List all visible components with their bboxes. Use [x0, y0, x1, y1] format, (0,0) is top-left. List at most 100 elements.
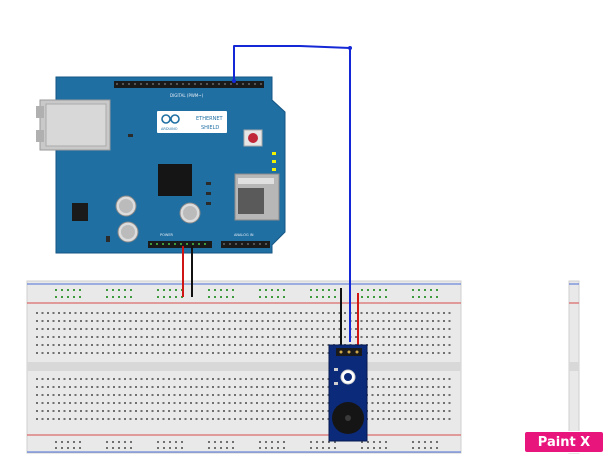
breadboard-hole [426, 418, 429, 420]
breadboard-hole [334, 296, 336, 298]
breadboard-hole [107, 312, 110, 314]
breadboard-hole [300, 320, 302, 322]
breadboard-hole [169, 447, 171, 449]
breadboard-hole [162, 336, 165, 338]
breadboard-hole [272, 320, 275, 322]
breadboard-hole [327, 328, 330, 330]
breadboard-hole [316, 378, 319, 380]
breadboard-hole [69, 344, 71, 346]
breadboard-hole [85, 328, 88, 330]
breadboard-hole [256, 352, 258, 354]
breadboard-hole [85, 418, 88, 420]
breadboard-hole [367, 296, 369, 298]
breadboard-hole [150, 243, 152, 245]
breadboard-hole [393, 402, 396, 404]
breadboard-hole [195, 344, 198, 346]
breadboard-hole [437, 410, 440, 412]
breadboard-hole [151, 320, 154, 322]
breadboard-hole [129, 336, 132, 338]
breadboard-hole [373, 289, 375, 291]
breadboard-hole [272, 378, 275, 380]
breadboard-hole [206, 328, 209, 330]
breadboard-hole [47, 336, 49, 338]
breadboard-hole [399, 336, 401, 338]
breadboard-hole [421, 378, 423, 380]
breadboard-hole [220, 296, 222, 298]
breadboard-hole [135, 394, 137, 396]
breadboard-hole [128, 83, 130, 85]
breadboard-hole [179, 418, 181, 420]
breadboard-hole [393, 344, 396, 346]
breadboard-hole [228, 418, 231, 420]
breadboard-hole [124, 447, 126, 449]
breadboard-hole [47, 328, 49, 330]
breadboard-hole [168, 336, 170, 338]
breadboard-hole [102, 312, 104, 314]
breadboard-hole [316, 418, 319, 420]
breadboard-hole [322, 394, 324, 396]
breadboard-hole [102, 336, 104, 338]
breadboard-hole [91, 352, 93, 354]
breadboard-hole [448, 344, 451, 346]
breadboard-hole [168, 402, 170, 404]
breadboard-hole [382, 344, 385, 346]
breadboard-hole [91, 394, 93, 396]
digital-label: DIGITAL (PWM~) [170, 93, 204, 98]
breadboard-hole [173, 410, 176, 412]
breadboard-hole [228, 328, 231, 330]
breadboard-hole [190, 336, 192, 338]
breadboard-hole [67, 289, 69, 291]
breadboard-hole [52, 320, 55, 322]
breadboard-hole [289, 402, 291, 404]
breadboard-hole [80, 352, 82, 354]
breadboard-holes [36, 312, 451, 420]
breadboard-hole [157, 328, 159, 330]
breadboard-hole [250, 352, 253, 354]
breadboard-hole [443, 378, 445, 380]
breadboard-hole [437, 328, 440, 330]
breadboard-hole [163, 441, 165, 443]
breadboard-hole [283, 320, 286, 322]
breadboard-hole [259, 289, 261, 291]
breadboard-hole [195, 312, 198, 314]
breadboard-hole [146, 352, 148, 354]
breadboard-hole [361, 296, 363, 298]
breadboard-hole [399, 386, 401, 388]
breadboard-hole [41, 378, 44, 380]
breadboard-hole [261, 378, 264, 380]
breadboard-hole [223, 378, 225, 380]
breadboard-hole [333, 312, 335, 314]
breadboard-hole [168, 394, 170, 396]
breadboard-hole [113, 394, 115, 396]
breadboard-hole [245, 386, 247, 388]
breadboard-hole [432, 328, 434, 330]
breadboard-hole [223, 352, 225, 354]
breadboard-hole [85, 410, 88, 412]
breadboard-hole [80, 344, 82, 346]
breadboard-hole [184, 320, 187, 322]
breadboard-hole [151, 344, 154, 346]
breadboard-hole [278, 328, 280, 330]
breadboard-hole [118, 328, 121, 330]
breadboard-hole [294, 328, 297, 330]
breadboard-hole [206, 402, 209, 404]
breadboard-hole [118, 289, 120, 291]
breadboard-hole [47, 394, 49, 396]
breadboard-hole [52, 378, 55, 380]
breadboard-hole [239, 386, 242, 388]
breadboard-hole [267, 410, 269, 412]
breadboard-hole [245, 320, 247, 322]
breadboard-hole [272, 418, 275, 420]
breadboard-hole [316, 394, 319, 396]
breadboard-hole [69, 336, 71, 338]
breadboard-hole [316, 344, 319, 346]
breadboard-hole [250, 386, 253, 388]
breadboard-hole [129, 320, 132, 322]
breadboard-hole [404, 394, 407, 396]
breadboard-hole [379, 289, 381, 291]
breadboard-hole [226, 441, 228, 443]
breadboard-hole [73, 447, 75, 449]
breadboard-hole [146, 394, 148, 396]
breadboard-hole [47, 418, 49, 420]
breadboard-hole [112, 289, 114, 291]
